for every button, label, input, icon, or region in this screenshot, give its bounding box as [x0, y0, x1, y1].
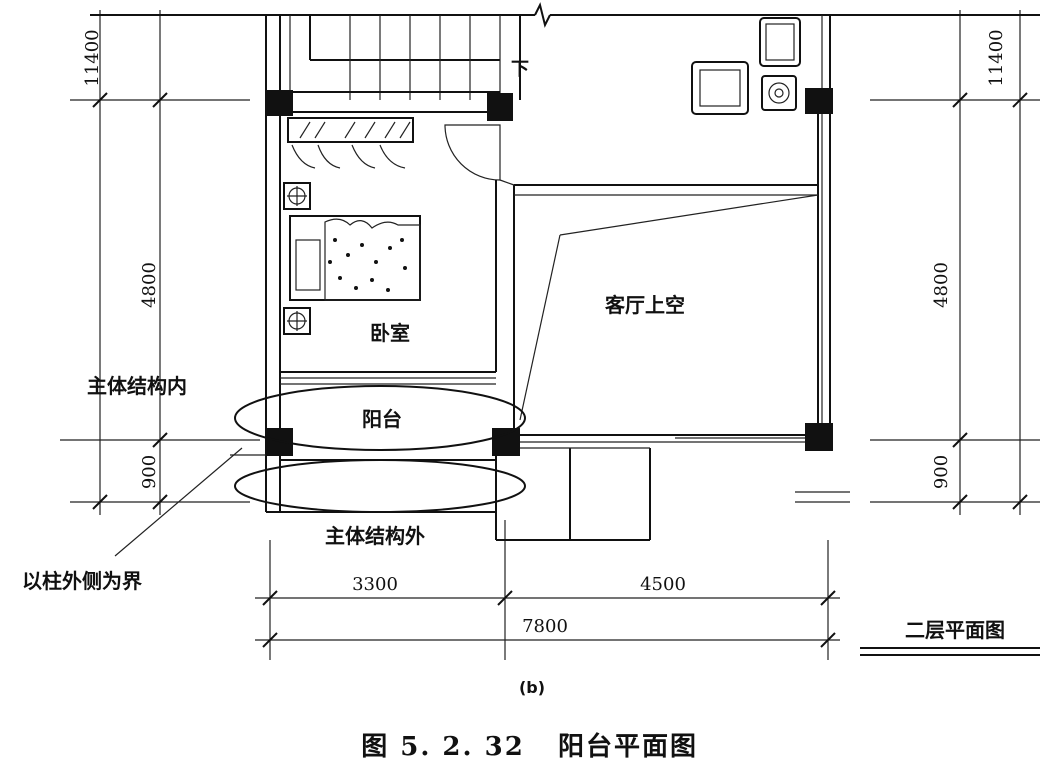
top-break-line	[90, 2, 1040, 28]
room-balcony: 阳台	[362, 407, 402, 431]
caption-number: 图 5. 2. 32	[361, 732, 525, 762]
label-outside-structure: 主体结构外	[325, 524, 425, 548]
break-lines	[795, 491, 1040, 656]
dim-left-bottom: 900	[139, 455, 160, 489]
nightstand-lamp-icon	[283, 182, 311, 335]
caption-title: 阳台平面图	[558, 731, 698, 762]
bottom-dimension-chain	[255, 520, 840, 660]
dim-right-middle: 4800	[931, 262, 952, 308]
dim-bottom-total: 7800	[522, 616, 568, 637]
armchair-icon	[691, 17, 801, 115]
label-boundary-note: 以柱外侧为界	[22, 569, 142, 593]
dimension-labels: 11400 11400 4800 4800 900 900 3300 4500 …	[82, 29, 1007, 637]
structural-columns	[265, 88, 833, 456]
room-labels: 卧室 客厅上空 阳台 下	[362, 59, 685, 431]
room-bedroom: 卧室	[370, 321, 410, 345]
building-walls	[265, 15, 831, 541]
left-dimension-chain	[60, 10, 260, 515]
dim-right-bottom: 900	[931, 455, 952, 489]
dim-bottom-left: 3300	[352, 574, 398, 595]
label-inside-structure: 主体结构内	[87, 374, 187, 398]
dim-left-top: 11400	[82, 29, 103, 86]
subfigure-label: (b)	[519, 678, 545, 697]
balcony-highlight-ellipses	[234, 385, 526, 513]
room-living-void: 客厅上空	[604, 293, 685, 317]
right-dimension-chain	[870, 10, 1040, 515]
boundary-leader-line	[114, 447, 243, 557]
annotation-labels: 主体结构内 主体结构外 以柱外侧为界 二层平面图	[22, 374, 1005, 642]
label-floor-plan: 二层平面图	[905, 618, 1005, 642]
bed	[289, 215, 421, 301]
dim-right-top: 11400	[986, 29, 1007, 86]
dim-bottom-right: 4500	[640, 574, 686, 595]
stair-down-label: 下	[511, 59, 529, 80]
dim-left-middle: 4800	[139, 262, 160, 308]
figure-caption: 图 5. 2. 32 阳台平面图	[361, 731, 698, 762]
